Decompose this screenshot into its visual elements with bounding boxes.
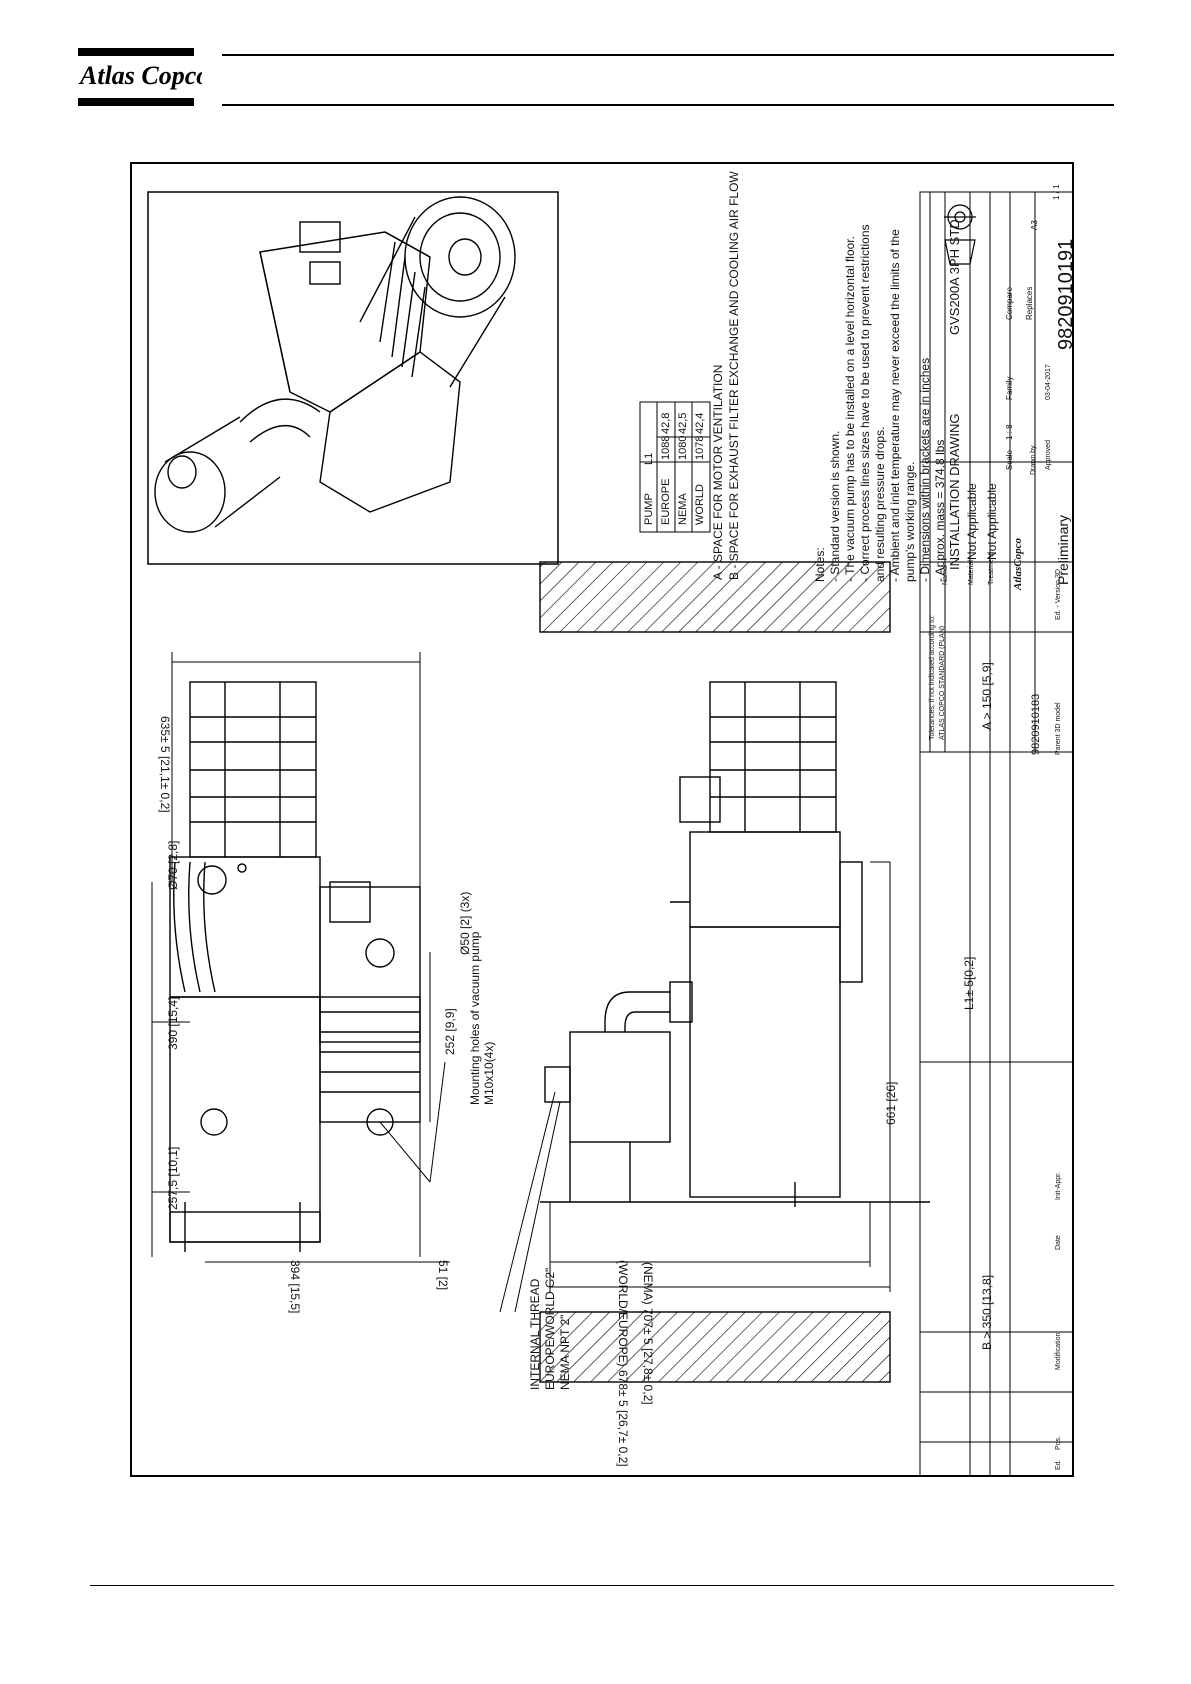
l1-table-cell: 42,4: [694, 412, 706, 434]
thread-label-2: EUROPE/WORLD G2": [543, 1267, 557, 1390]
dim-661: 661 [26]: [884, 1081, 898, 1125]
l1-table-header-l1: L1: [643, 452, 655, 465]
dim-l1: L1± 5[0,2]: [962, 956, 976, 1010]
drawing-canvas: [147, 191, 1074, 1477]
l1-table-cell: 1080: [677, 435, 689, 460]
note-item: - Correct process lines sizes have to be…: [858, 224, 872, 583]
dim-world-europe: (WORLD/EUROPE) 678± 5 [26,7± 0,2]: [616, 1260, 630, 1467]
product-name: GVS200A 3PH STD: [947, 219, 962, 335]
dim-overall-length: 635± 5 [21,1± 0,2]: [158, 716, 172, 813]
dim-252: 252 [9,9]: [443, 1008, 457, 1055]
l1-table-row-nema: NEMA: [677, 493, 689, 525]
format: A3: [1030, 220, 1039, 230]
header-rule-top: [222, 54, 1114, 56]
ed-version-label: Ed. - Version 3D: [1055, 569, 1062, 620]
dim-51: 51 [2]: [436, 1260, 450, 1291]
treatment-value: Not Applicable: [985, 483, 999, 560]
material-value: Not Applicable: [965, 483, 979, 560]
note-item: - Ambient and inlet temperature may neve…: [888, 229, 902, 582]
thread-label-1: INTERNAL THREAD: [528, 1278, 542, 1390]
projection-symbol-icon: [944, 204, 976, 265]
review-ed: Ed.: [1055, 1459, 1062, 1470]
l1-table-row-world: WORLD: [694, 484, 706, 525]
note-item: and resulting pressure drops.: [873, 426, 887, 582]
l1-table-row-europe: EUROPE: [660, 478, 672, 525]
l1-table-cell: 1088: [660, 435, 672, 460]
l1-table-cell: 1078: [694, 435, 706, 460]
svg-text:Atlas Copco: Atlas Copco: [78, 61, 202, 90]
dim-394: 394 [15,5]: [288, 1260, 302, 1314]
thread-label-3: NEMA NPT 2": [558, 1314, 572, 1390]
review-pos: Pos.: [1055, 1435, 1062, 1450]
dim-space-b: B > 350 [13,8]: [980, 1274, 994, 1350]
dim-257: 257,5 [10,1]: [166, 1146, 180, 1210]
mounting-holes-spec: M10x10(4x): [482, 1041, 496, 1105]
atlas-copco-logo: Atlas Copco: [78, 48, 202, 106]
l1-table-cell: 42,5: [677, 412, 689, 434]
l1-table-header-pump: PUMP: [643, 493, 655, 525]
note-item: - Approx. mass = 374,8 lbs: [933, 439, 947, 582]
space-note-b: B - SPACE FOR EXHAUST FILTER EXCHANGE AN…: [727, 171, 741, 580]
scale-label: Scale: [1005, 449, 1014, 470]
title-block-grid: [919, 191, 1074, 1477]
l1-table-cell: 42,8: [660, 412, 672, 434]
sheet: 1 / 1: [1052, 184, 1061, 200]
title-block-logo: AtlasCopco: [1012, 538, 1024, 590]
standard-note: ATLAS COPCO STANDARD (PLAN): [939, 625, 946, 740]
approved-label: Approved: [1045, 440, 1052, 470]
family-label: Family: [1005, 376, 1014, 400]
date: 03-04-2017: [1045, 364, 1052, 400]
replaces-label: Replaces: [1025, 286, 1034, 320]
drawing-frame: [130, 162, 1074, 1477]
dim-space-a: A > 150 [5,9]: [980, 662, 994, 730]
note-item: pump's working range.: [903, 461, 917, 582]
drawing-name: INSTALLATION DRAWING: [947, 413, 962, 571]
parent-model-label: Parent 3D model: [1055, 702, 1062, 755]
scale-value: 1 : 8: [1005, 424, 1014, 440]
space-note-a: A - SPACE FOR MOTOR VENTILATION: [711, 364, 725, 580]
note-item: - Standard version is shown.: [828, 430, 842, 582]
review-init-appr: Init-Appr.: [1055, 1171, 1062, 1200]
notes-title: Notes:: [813, 547, 827, 582]
dim-motor-diameter: Ø70 [2,8]: [166, 840, 180, 890]
mounting-holes-label: Mounting holes of vacuum pump: [468, 931, 482, 1105]
top-view: [151, 652, 450, 1263]
dim-nema: (NEMA) 707± 5 [27,8± 0,2]: [641, 1262, 655, 1405]
footer-rule: [90, 1585, 1114, 1586]
note-item: - The vacuum pump has to be installed on…: [843, 236, 857, 582]
document-number: 9820910191: [1055, 238, 1077, 350]
tolerance-note: Tolerances, if not indicated according t…: [929, 615, 936, 740]
header-rule-bottom: [222, 104, 1114, 106]
review-modification: Modification: [1055, 1332, 1062, 1370]
note-item: - Dimensions within brackets are in inch…: [918, 357, 932, 582]
material-label: Material: [968, 560, 975, 585]
side-view: [499, 561, 930, 1383]
drawn-by-label: Drawn by: [1030, 445, 1037, 475]
compare-label: Compare: [1005, 287, 1014, 320]
review-date: Date: [1055, 1235, 1062, 1250]
parent-model-number: 9820910183: [1030, 693, 1042, 755]
dim-390: 390 [15,4]: [166, 996, 180, 1050]
l1-table-grid: [639, 401, 711, 533]
isometric-view: [147, 191, 559, 565]
